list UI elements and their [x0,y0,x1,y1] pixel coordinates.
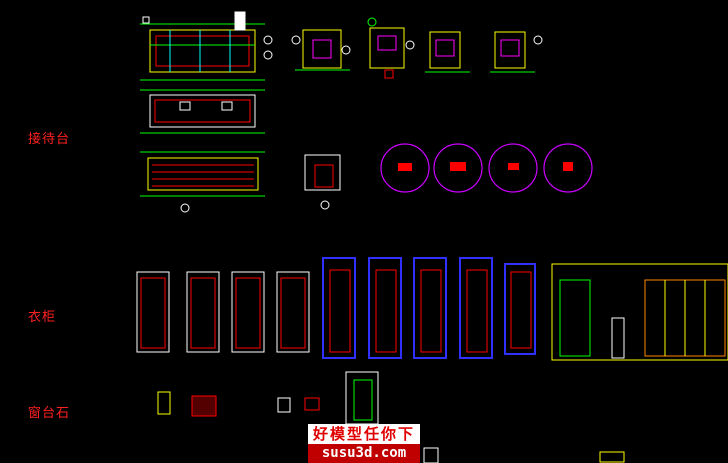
section-label-windowsill: 窗台石 [28,406,71,421]
section-label-wardrobe: 衣柜 [28,310,57,325]
reception-detail-4 [490,31,543,73]
windowsill-details [157,371,625,463]
reception-plan [140,89,265,134]
wardrobe-large-elevation [551,263,728,361]
reception-detail-1 [291,29,351,71]
section-label-reception: 接待台 [28,132,71,147]
reception-elevation-main [140,11,273,81]
reception-detail-circles [380,143,593,193]
watermark-line1: 好模型任你下 [308,424,420,444]
wardrobe-elevations [136,271,310,353]
reception-section [304,154,341,210]
wardrobe-sections [322,257,536,359]
reception-top-view [140,151,265,213]
watermark-logo: 好模型任你下 susu3d.com [308,424,420,463]
watermark-line2: susu3d.com [308,444,420,463]
reception-detail-3 [425,31,470,73]
reception-detail-2 [367,17,415,79]
